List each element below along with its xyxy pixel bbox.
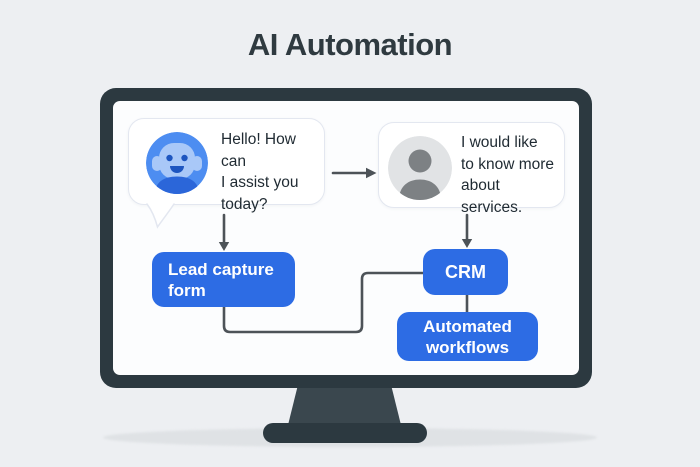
bot-message-text: Hello! How can I assist you today? [221, 131, 299, 213]
monitor-stand-base [263, 423, 427, 443]
bot-chat-bubble: Hello! How can I assist you today? [128, 118, 325, 213]
person-icon [388, 136, 452, 200]
monitor-screen: Hello! How can I assist you today? I wou… [113, 101, 579, 375]
user-message-text: I would like to know more about services… [461, 134, 555, 216]
monitor-frame: Hello! How can I assist you today? I wou… [100, 88, 592, 388]
flow-connectors [218, 167, 473, 334]
monitor-stand-neck [288, 384, 401, 425]
arrowhead-down-icon [461, 239, 473, 248]
node-crm: CRM [423, 249, 508, 295]
robot-chatbot-icon [146, 132, 208, 194]
user-chat-bubble: I would like to know more about services… [378, 122, 565, 216]
arrowhead-down-icon [218, 242, 230, 251]
node-automated-workflows: Automated workflows [397, 312, 538, 361]
arrowhead-right-icon [366, 167, 377, 179]
page-title: AI Automation [247, 27, 453, 62]
bot-bubble-tail [146, 202, 175, 229]
connector-lead-to-crm [222, 271, 425, 334]
node-lead-capture-form: Lead capture form [152, 252, 295, 307]
